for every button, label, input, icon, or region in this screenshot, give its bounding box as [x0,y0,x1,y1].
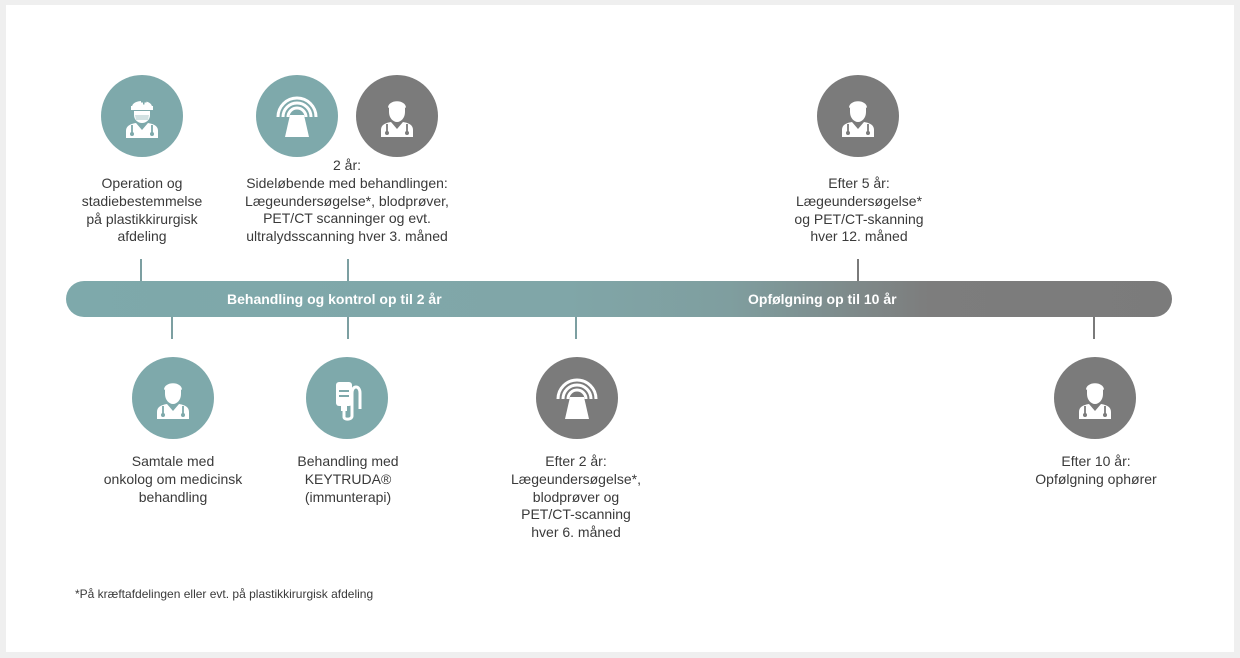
text-line: Opfølgning ophører [1035,470,1157,487]
tick-after-5 [857,259,859,281]
text-line: på plastikkirurgisk [86,210,198,227]
text-line: 2 år: [332,157,361,173]
event-after-5-text: Efter 5 år: Lægeundersøgelse* og PET/CT-… [794,175,923,246]
event-two-years-text: 2 år: Sideløbende med behandlingen: Læge… [245,157,449,246]
doctor-icon [817,75,899,157]
text-line: Efter 2 år: [545,453,607,469]
text-line: og PET/CT-skanning [794,210,924,227]
bar-label-followup: Opfølgning op til 10 år [748,291,897,307]
scanner-icon [256,75,338,157]
event-after-2-text: Efter 2 år: Lægeundersøgelse*, blodprøve… [511,453,641,542]
text-line: Lægeundersøgelse*, [511,470,641,487]
event-surgery-text: Operation og stadiebestemmelse på plasti… [82,175,203,246]
doctor-icon [356,75,438,157]
text-line: PET/CT-scanning [521,506,631,523]
doctor-icon [1054,357,1136,439]
text-line: Efter 5 år: [828,175,890,191]
text-line: stadiebestemmelse [81,192,203,209]
tick-two-years [347,259,349,281]
surgeon-icon [101,75,183,157]
text-line: Sideløbende med behandlingen: [246,174,448,191]
event-after-10-text: Efter 10 år: Opfølgning ophører [1035,453,1156,489]
tick-after-2 [575,317,577,339]
text-line: behandling [138,488,208,505]
text-line: blodprøver og [532,488,620,505]
scanner-icon [536,357,618,439]
text-line: onkolog om medicinsk [103,470,243,487]
text-line: afdeling [117,228,167,245]
tick-keytruda [347,317,349,339]
tick-oncologist [171,317,173,339]
iv-bag-icon [306,357,388,439]
text-line: hver 6. måned [531,524,621,541]
event-keytruda-text: Behandling med KEYTRUDA® (immunterapi) [297,453,398,506]
text-line: Operation og [101,175,183,191]
text-line: hver 12. måned [810,228,908,245]
text-line: PET/CT scanninger og evt. [263,210,431,227]
timeline-bar [66,281,1172,317]
doctor-icon [132,357,214,439]
text-line: Lægeundersøgelse*, blodprøver, [245,192,449,209]
text-line: KEYTRUDA® [304,470,392,487]
text-line: Efter 10 år: [1061,453,1131,469]
diagram-card [6,5,1234,652]
tick-surgery [140,259,142,281]
text-line: Lægeundersøgelse* [795,192,923,209]
text-line: Behandling med [297,453,399,469]
event-oncologist-text: Samtale med onkolog om medicinsk behandl… [104,453,243,506]
footnote: *På kræftafdelingen eller evt. på plasti… [75,587,374,601]
text-line: (immunterapi) [304,488,392,505]
text-line: ultralydsscanning hver 3. måned [246,228,448,245]
text-line: Samtale med [131,453,215,469]
bar-label-treatment: Behandling og kontrol op til 2 år [227,291,442,307]
tick-after-10 [1093,317,1095,339]
